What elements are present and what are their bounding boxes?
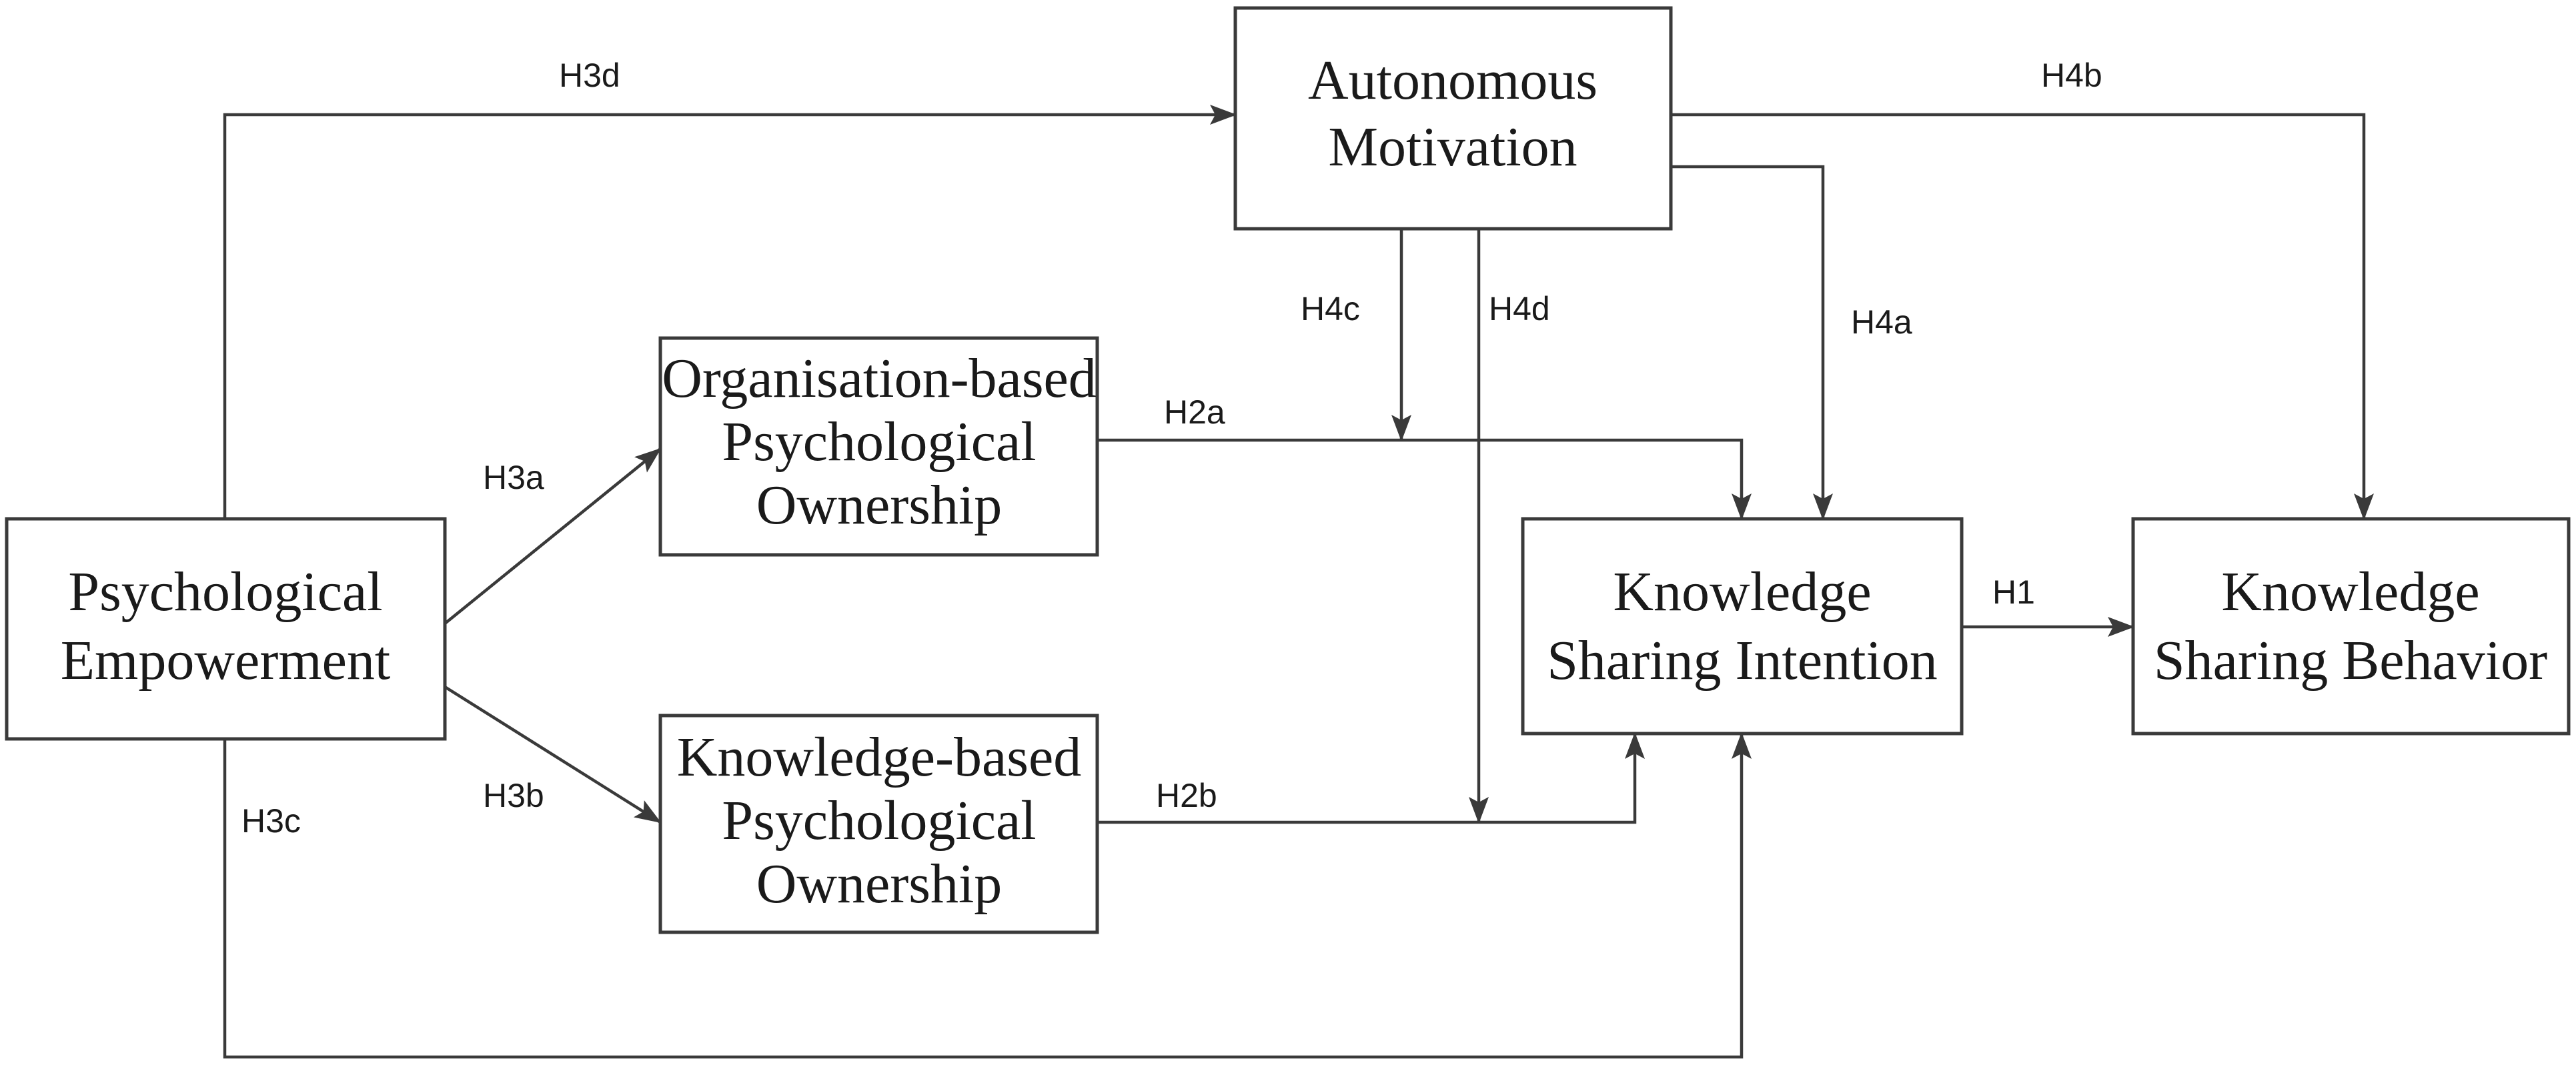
edge-label-h4d: H4d [1489,290,1550,327]
edge-h4b-line [1671,113,2374,520]
edge-h3c-line [223,732,1752,1059]
node-organisation-based-po-line-2: Psychological [722,411,1036,473]
edge-h3a-line [444,447,662,625]
edge-h2a-line [1097,438,1752,520]
node-knowledge-sharing-intention: Knowledge Sharing Intention [1521,517,1964,736]
node-organisation-based-po-line-3: Ownership [756,474,1003,536]
node-knowledge-sharing-behavior-line-1: Knowledge [2221,561,2479,623]
node-knowledge-sharing-intention-line-2: Sharing Intention [1547,630,1938,692]
edge-h3d-line [223,105,1237,519]
nodes: Autonomous Motivation Organisation-based… [5,6,2571,934]
edge-label-h2a: H2a [1164,393,1225,431]
edge-h4a-line [1671,165,1833,520]
edge-label-h4b: H4b [2041,57,2102,94]
node-knowledge-sharing-intention-line-1: Knowledge [1613,561,1871,623]
edges [223,105,2374,1059]
edge-labels: H3d H4b H4c H4d H4a H2a H3a H1 H3b H2b H… [241,57,2102,840]
node-autonomous-motivation-line-2: Motivation [1328,116,1577,178]
node-knowledge-based-po: Knowledge-based Psychological Ownership [658,714,1099,934]
edge-label-h2b: H2b [1156,777,1217,814]
node-organisation-based-po: Organisation-based Psychological Ownersh… [658,336,1099,557]
edge-h3b-line [444,686,662,824]
node-knowledge-sharing-behavior: Knowledge Sharing Behavior [2131,517,2571,736]
edge-label-h1: H1 [1992,574,2035,611]
node-psychological-empowerment-line-1: Psychological [68,561,382,623]
node-organisation-based-po-line-1: Organisation-based [662,347,1097,409]
node-psychological-empowerment: Psychological Empowerment [5,517,447,741]
node-knowledge-based-po-line-1: Knowledge-based [677,726,1081,788]
node-autonomous-motivation-line-1: Autonomous [1308,49,1597,111]
node-psychological-empowerment-line-2: Empowerment [61,630,391,692]
node-knowledge-based-po-line-2: Psychological [722,790,1036,852]
edge-label-h4c: H4c [1301,290,1360,327]
node-knowledge-based-po-line-3: Ownership [756,853,1003,915]
edge-label-h4a: H4a [1851,303,1912,341]
edge-h2b-line [1097,732,1645,824]
edge-label-h3b: H3b [483,777,544,814]
edge-label-h3d: H3d [559,57,620,94]
edge-label-h3c: H3c [241,802,301,840]
node-autonomous-motivation: Autonomous Motivation [1233,6,1673,231]
node-knowledge-sharing-behavior-line-2: Sharing Behavior [2154,630,2547,692]
edge-label-h3a: H3a [483,459,544,496]
